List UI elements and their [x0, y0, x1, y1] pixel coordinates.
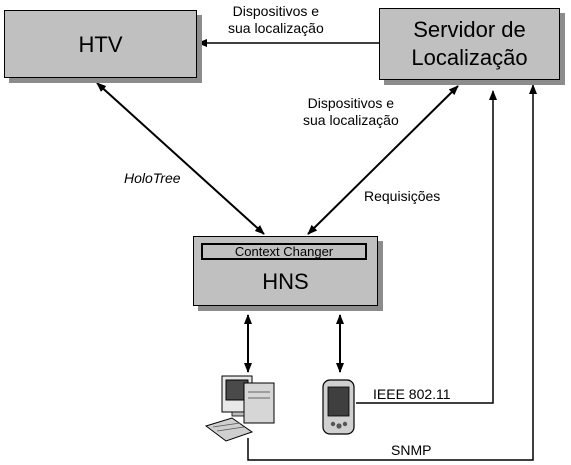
hns-node: Context Changer HNS [193, 236, 378, 306]
holotree-label: HoloTree [124, 170, 181, 186]
servidor-title-line2: Localização [411, 45, 528, 70]
middle-label: Dispositivos e sua localização [303, 95, 399, 129]
top-label-line2: sua localização [228, 20, 324, 36]
servidor-title-line1: Servidor de [413, 17, 526, 42]
arrow-servidor-hns [307, 85, 459, 235]
pda-device-icon [322, 379, 355, 435]
arrow-computer-servidor [247, 84, 537, 461]
hns-title: HNS [262, 269, 309, 294]
middle-label-line2: sua localização [303, 112, 399, 128]
snmp-label: SNMP [391, 442, 432, 458]
context-changer-box: Context Changer [201, 243, 367, 260]
top-label-line1: Dispositivos e [232, 3, 320, 19]
arrow-htv-hns [96, 82, 265, 235]
servidor-localizacao-node: Servidor de Localização [379, 8, 560, 80]
requisicoes-label: Requisições [364, 188, 441, 204]
htv-node: HTV [4, 10, 197, 78]
htv-title: HTV [78, 31, 123, 57]
top-label: Dispositivos e sua localização [228, 3, 324, 37]
arrow-pda-servidor [356, 90, 497, 404]
middle-label-line1: Dispositivos e [307, 95, 395, 111]
desktop-computer-icon [204, 375, 275, 442]
ieee-label: IEEE 802.11 [373, 386, 451, 402]
